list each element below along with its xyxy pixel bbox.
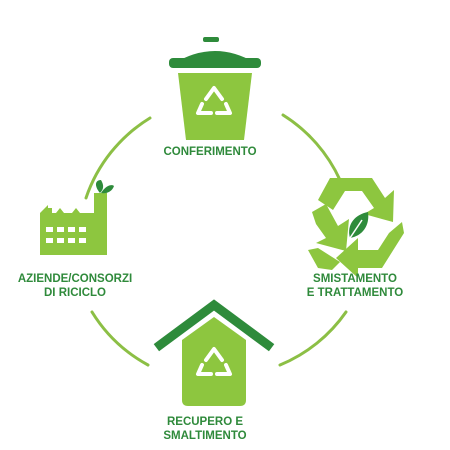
step-label-smistamento: SMISTAMENTO E TRATTAMENTO xyxy=(290,272,420,300)
recycle-arrows-icon xyxy=(308,178,404,278)
ring-arc-top-right xyxy=(281,113,342,182)
recycle-bin-icon xyxy=(169,37,261,140)
leaf-icon xyxy=(349,212,369,239)
step-label-recupero: RECUPERO E SMALTIMENTO xyxy=(155,415,255,443)
ring-arc-bottom-left xyxy=(90,310,150,367)
ring-arc-top-left xyxy=(84,116,152,200)
label-line: E TRATTAMENTO xyxy=(306,287,404,299)
recycle-symbol-icon xyxy=(196,86,232,115)
label-line: RECUPERO E xyxy=(166,416,244,428)
recycle-house-icon xyxy=(153,299,275,406)
label-line: SMISTAMENTO xyxy=(313,273,397,285)
factory-icon xyxy=(40,180,114,255)
ring-arc-bottom-right xyxy=(278,310,348,367)
label-line: AZIENDE/CONSORZI xyxy=(17,273,133,285)
step-label-conferimento: CONFERIMENTO xyxy=(150,145,270,159)
label-line: DI RICICLO xyxy=(44,287,106,299)
label-line: SMALTIMENTO xyxy=(163,430,247,442)
recycle-symbol-icon xyxy=(196,347,232,376)
cycle-ring xyxy=(84,113,348,367)
leaf-icon xyxy=(95,180,114,194)
label-line: CONFERIMENTO xyxy=(163,146,257,158)
step-label-aziende: AZIENDE/CONSORZI DI RICICLO xyxy=(0,272,150,300)
